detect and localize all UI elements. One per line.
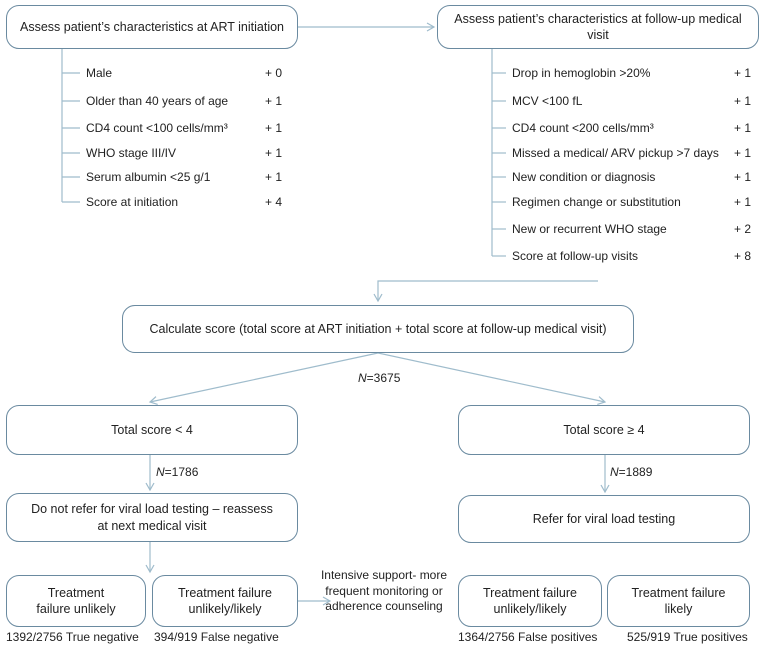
false-positives-result: 1364/2756 False positives xyxy=(458,630,598,644)
total-score-ge4-box: Total score ≥ 4 xyxy=(458,405,750,455)
follow-item-label: Regimen change or substitution xyxy=(512,195,681,209)
follow-item-label: Missed a medical/ ARV pickup >7 days xyxy=(512,146,719,160)
arrow-to-ge4 xyxy=(377,352,607,406)
follow-item-score: + 1 xyxy=(733,94,751,108)
init-item-label: Male xyxy=(86,66,113,80)
no-refer-box: Do not refer for viral load testing – re… xyxy=(6,493,298,542)
follow-item-label: CD4 count <200 cells/mm³ xyxy=(512,121,654,135)
init-item-score: + 1 xyxy=(264,146,282,160)
arrow-to-lt4 xyxy=(148,352,379,406)
init-item-score: + 1 xyxy=(264,121,282,135)
n-right-label: N=1889 xyxy=(610,465,653,479)
follow-item-label: New or recurrent WHO stage xyxy=(512,222,667,236)
n-left-label: N=1786 xyxy=(156,465,199,479)
init-item-label: Serum albumin <25 g/1 xyxy=(86,170,211,184)
assess-initiation-box: Assess patient’s characteristics at ART … xyxy=(6,5,298,49)
calculate-score-box: Calculate score (total score at ART init… xyxy=(122,305,634,353)
tf-unlikely-box: Treatment failure unlikely xyxy=(6,575,146,627)
init-item-label: Score at initiation xyxy=(86,195,179,209)
total-score-lt4-box: Total score < 4 xyxy=(6,405,298,455)
init-item-score: + 0 xyxy=(264,66,282,80)
follow-item-score: + 1 xyxy=(733,195,751,209)
tf-likely-box: Treatment failure likely xyxy=(607,575,750,627)
tf-unlikely-likely-left-box: Treatment failure unlikely/likely xyxy=(152,575,298,627)
follow-item-score: + 2 xyxy=(733,222,751,236)
intensive-support-note: Intensive support- more frequent monitor… xyxy=(320,568,448,614)
init-item-label: Older than 40 years of age xyxy=(86,94,229,108)
init-item-label: CD4 count <100 cells/mm³ xyxy=(86,121,228,135)
follow-item-score: + 8 xyxy=(733,249,751,263)
follow-item-label: New condition or diagnosis xyxy=(512,170,656,184)
follow-item-label: Drop in hemoglobin >20% xyxy=(512,66,651,80)
assess-followup-box: Assess patient’s characteristics at foll… xyxy=(437,5,759,49)
follow-item-score: + 1 xyxy=(733,146,751,160)
init-item-score: + 4 xyxy=(264,195,282,209)
follow-item-score: + 1 xyxy=(733,121,751,135)
follow-item-score: + 1 xyxy=(733,170,751,184)
init-item-label: WHO stage III/IV xyxy=(86,146,177,160)
init-item-score: + 1 xyxy=(264,94,282,108)
follow-item-label: Score at follow-up visits xyxy=(512,249,639,263)
init-item-score: + 1 xyxy=(264,170,282,184)
true-positives-result: 525/919 True positives xyxy=(627,630,748,644)
follow-item-label: MCV <100 fL xyxy=(512,94,583,108)
true-negative-result: 1392/2756 True negative xyxy=(6,630,139,644)
refer-box: Refer for viral load testing xyxy=(458,495,750,543)
n-total-label: N=3675 xyxy=(358,371,401,385)
false-negative-result: 394/919 False negative xyxy=(154,630,279,644)
tf-unlikely-likely-right-box: Treatment failure unlikely/likely xyxy=(458,575,602,627)
follow-item-score: + 1 xyxy=(733,66,751,80)
arrow-to-calculate xyxy=(373,280,598,303)
